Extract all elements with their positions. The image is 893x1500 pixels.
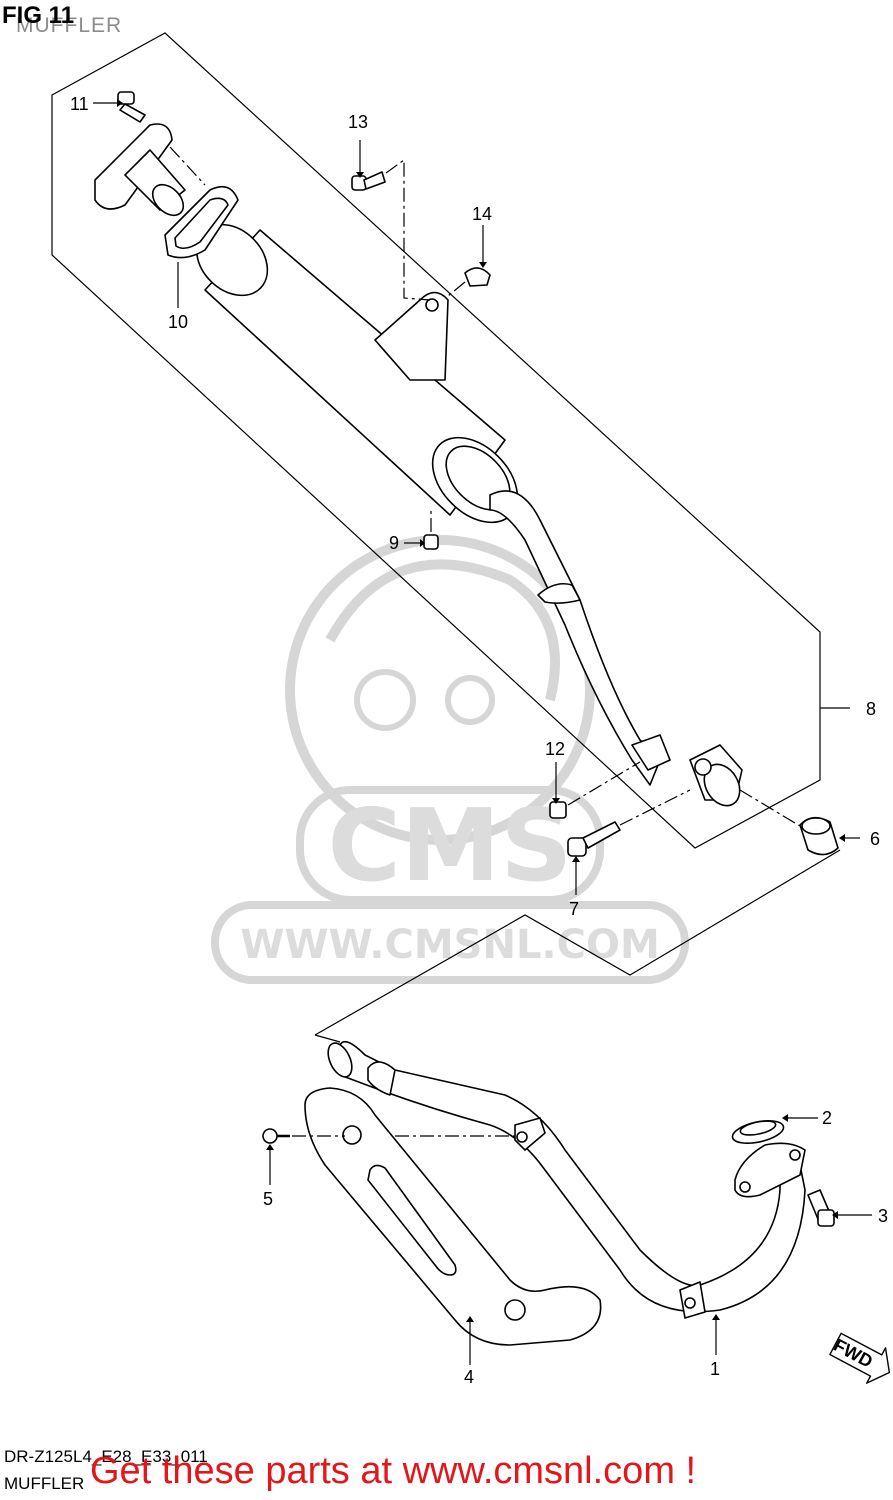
figure-title: FIG 11 bbox=[2, 2, 75, 29]
callout-8: 8 bbox=[866, 699, 876, 719]
muffler-bolt bbox=[423, 534, 439, 550]
callout-4: 4 bbox=[464, 1367, 474, 1387]
callout-5: 5 bbox=[263, 1189, 273, 1209]
callout-6: 6 bbox=[870, 829, 880, 849]
muffler-assembly-outline bbox=[51, 32, 821, 849]
connector-gasket bbox=[799, 816, 839, 856]
exhaust-gasket bbox=[731, 1120, 785, 1144]
forward-direction-arrow-icon: FWD bbox=[829, 1332, 891, 1384]
gasket bbox=[164, 185, 239, 259]
cms-watermark: CMS WWW.CMSNL.COM bbox=[211, 535, 689, 984]
flange-bolt bbox=[117, 91, 146, 123]
callout-11: 11 bbox=[70, 94, 89, 114]
callout-3: 3 bbox=[878, 1206, 888, 1226]
muffler-body bbox=[195, 223, 519, 524]
diagram-code: DR-Z125L4_E28_E33_011 bbox=[4, 1447, 208, 1466]
shop-link[interactable]: Get these parts at www.cmsnl.com ! bbox=[90, 1450, 697, 1492]
exhaust-pipe bbox=[327, 1040, 806, 1319]
footer-label: MUFFLER bbox=[4, 1474, 85, 1493]
heat-protector bbox=[304, 1087, 602, 1346]
clamp-bolt bbox=[549, 801, 567, 819]
callout-7: 7 bbox=[569, 899, 579, 919]
watermark-url: WWW.CMSNL.COM bbox=[240, 922, 660, 968]
callout-9: 9 bbox=[389, 533, 399, 553]
inlet-flange bbox=[94, 123, 186, 217]
bracket-bolt bbox=[351, 171, 386, 191]
callout-13: 13 bbox=[348, 112, 368, 132]
exhaust-link-outline bbox=[314, 849, 841, 1036]
callout-12: 12 bbox=[545, 739, 565, 759]
exhaust-stud-bolt bbox=[807, 1189, 835, 1227]
clamp-long-bolt bbox=[567, 821, 621, 857]
protector-screw bbox=[262, 1128, 290, 1144]
figure-subtitle: MUFFLER bbox=[16, 14, 123, 37]
callout-10: 10 bbox=[168, 312, 188, 332]
bracket-nut bbox=[464, 267, 491, 287]
callout-14: 14 bbox=[472, 204, 492, 224]
callout-2: 2 bbox=[822, 1108, 832, 1128]
muffler-link-pipe bbox=[489, 490, 743, 807]
callout-1: 1 bbox=[710, 1359, 720, 1379]
watermark-brand: CMS bbox=[328, 787, 573, 904]
